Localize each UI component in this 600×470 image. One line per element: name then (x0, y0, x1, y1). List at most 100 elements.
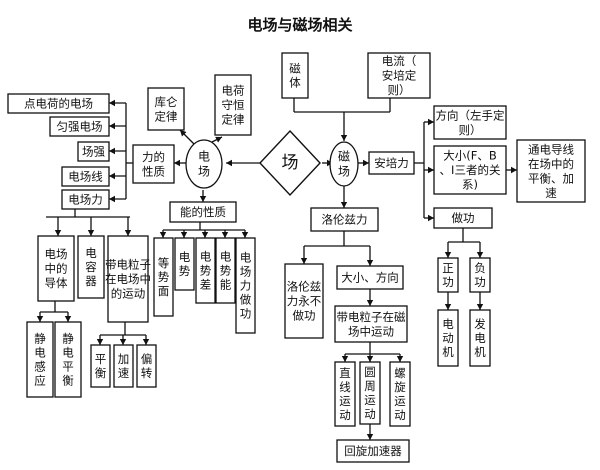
arrowhead (366, 434, 374, 440)
coulomb-box (147, 87, 185, 131)
magnitude-label: 大小(F、B、I三者的关系) (440, 149, 501, 192)
induction-box (26, 321, 54, 398)
cyclotron-box (336, 439, 410, 463)
equilib-box (516, 139, 586, 203)
arrowhead (476, 304, 484, 310)
circular-box (359, 361, 381, 425)
uniform-box (49, 116, 110, 137)
elec-ellipse (185, 139, 223, 189)
arrowhead (340, 135, 348, 141)
page-title: 电场与磁场相关 (247, 16, 353, 34)
spiral-box (389, 361, 411, 427)
arrowhead (174, 159, 180, 167)
arrowhead (109, 122, 115, 130)
potEnergy-label: 电势能 (220, 250, 232, 292)
sizeDir-box (336, 265, 404, 290)
negative-label: 负功 (474, 261, 486, 289)
elec-label: 电场 (198, 150, 210, 179)
arrowhead (241, 232, 249, 238)
equipot-label: 等势面 (158, 256, 170, 298)
direction-label: 方向（左手定则） (436, 108, 505, 137)
fieldLine-box (61, 166, 110, 187)
current-box (367, 52, 431, 99)
potential-label: 电势 (179, 250, 191, 278)
arrowhead (124, 230, 132, 236)
arrowhead (119, 339, 127, 345)
sizeDir-label: 大小、方向 (341, 271, 399, 285)
strength-box (77, 141, 110, 162)
work-label: 电场力做功 (240, 251, 252, 321)
arrowhead (300, 258, 308, 264)
generator-box (469, 309, 491, 367)
deflect-box (136, 344, 157, 388)
induction-label: 静电感应 (34, 332, 46, 388)
magnitude-box (433, 145, 507, 195)
energyProp-label: 能的性质 (180, 205, 226, 219)
forceProp-box (132, 144, 175, 184)
flat-label: 平衡 (95, 352, 107, 380)
positive-label: 正功 (442, 261, 454, 289)
arrowhead (201, 232, 209, 238)
conserve-label: 电荷守恒定律 (222, 84, 245, 127)
arrowhead (199, 196, 207, 202)
pointCharge-box (7, 93, 110, 114)
arrowhead (180, 130, 187, 137)
arrowhead (54, 230, 62, 236)
arrowhead (366, 356, 374, 362)
arrowhead (363, 159, 369, 167)
arrowhead (109, 147, 115, 155)
arrowhead (366, 300, 374, 306)
pointCharge-label: 点电荷的电场 (24, 97, 93, 111)
arrowhead (36, 316, 44, 322)
arrowhead (87, 230, 95, 236)
strength-label: 场强 (82, 145, 105, 159)
potDiff-label: 电势差 (200, 250, 212, 292)
arrowhead (511, 166, 517, 174)
elecForce-box (61, 189, 110, 210)
lorentz-label: 洛伦兹力 (322, 213, 368, 227)
doWork-label: 做功 (452, 211, 475, 225)
straight-box (334, 361, 356, 427)
field-label: 场 (282, 153, 299, 173)
arrowhead (444, 252, 452, 258)
lorentzNoWork-box (284, 263, 324, 339)
potential-box (174, 237, 195, 291)
arrowhead (64, 316, 72, 322)
chargedM-label: 带电粒子在磁场中运动 (337, 310, 406, 339)
conductor-label: 电场中的导体 (45, 247, 68, 290)
arrowhead (109, 172, 115, 180)
positive-box (437, 257, 459, 293)
arrowhead (396, 356, 404, 362)
arrowhead (221, 232, 229, 238)
chargedE-label: 带电粒子在电场中的运动 (105, 258, 151, 301)
arrowhead (180, 232, 188, 238)
generator-label: 发电机 (474, 317, 486, 359)
balance-label: 静电平衡 (62, 332, 74, 388)
arrowhead (340, 202, 348, 208)
work-box (235, 237, 256, 334)
direction-box (433, 105, 507, 140)
doWork-box (433, 207, 493, 229)
chargedM-box (334, 305, 408, 343)
accel-box (113, 344, 134, 388)
cyclotron-label: 回旋加速器 (344, 444, 402, 458)
lorentzNoWork-label: 洛伦兹力永不做功 (287, 280, 322, 323)
straight-label: 直线运动 (339, 366, 351, 422)
arrowhead (226, 159, 232, 167)
current-label: 电流（安培定则） (382, 54, 417, 97)
ampereForce-label: 安培力 (374, 156, 409, 170)
negative-box (469, 257, 491, 293)
conserve-box (214, 74, 252, 136)
mag-ellipse (329, 141, 359, 187)
capacitor-label: 电容器 (85, 246, 97, 288)
motor-label: 电动机 (442, 317, 454, 359)
arrowhead (215, 136, 222, 143)
arrowhead (428, 214, 434, 222)
uniform-label: 匀强电场 (57, 120, 103, 134)
arrowhead (428, 118, 434, 126)
arrowhead (142, 339, 150, 345)
deflect-label: 偏转 (141, 352, 153, 380)
balance-box (54, 321, 82, 398)
fieldLine-label: 电场线 (68, 170, 103, 184)
